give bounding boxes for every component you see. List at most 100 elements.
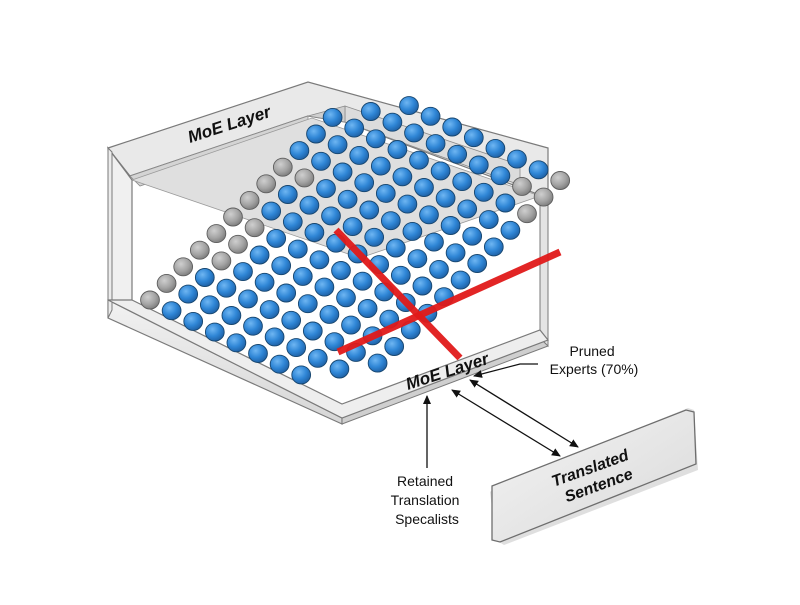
expert-node [468,155,489,175]
pruned-expert-node [533,187,554,207]
expert-node [281,310,302,330]
expert-node [354,173,375,193]
expert-node [445,243,466,263]
expert-node [359,200,380,220]
expert-node [412,276,433,296]
pruned-expert-node [140,290,160,310]
expert-node [297,294,318,314]
expert-node [292,266,313,286]
expert-node [254,272,275,292]
pruned-expert-node [512,176,532,196]
expert-node [414,178,434,197]
pruned-experts-label: Pruned Experts (70%) [550,343,639,377]
expert-node [286,338,307,358]
pruned-expert-node [223,207,243,227]
expert-node [259,300,280,320]
expert-node [440,216,461,235]
pruned-expert-node [228,234,248,254]
pruned-expert-node [239,190,260,210]
expert-node [478,210,499,230]
expert-node [216,278,237,298]
retained-label-line-1: Retained [397,473,453,489]
expert-node [490,166,511,186]
expert-node [194,268,215,287]
expert-node [397,194,418,214]
expert-node [161,301,182,321]
expert-node [420,106,441,126]
pruned-label-line-2: Experts (70%) [550,361,639,377]
expert-node [385,238,406,258]
expert-node [332,162,353,182]
pruned-expert-node [211,251,232,271]
expert-node [199,295,220,315]
expert-node [375,183,396,203]
retained-specialists-label: Retained Translation Specalists [391,473,464,527]
expert-node [226,333,247,353]
expert-node [183,311,204,331]
expert-node [424,232,444,252]
expert-node [299,195,320,215]
expert-node [336,288,356,308]
expert-node [233,262,253,282]
pruned-label-line-1: Pruned [569,343,614,359]
expert-node [221,306,242,325]
pruned-expert-node [517,204,537,224]
expert-node [311,151,331,171]
expert-node [264,327,285,347]
expert-node [324,332,345,352]
expert-node [409,150,429,170]
output-arrow-1 [469,379,579,448]
expert-node [276,283,297,303]
expert-node [287,239,308,259]
expert-node [277,185,298,204]
expert-node [419,205,439,225]
expert-node [344,118,365,138]
expert-node [266,228,287,248]
moe-layer-box [106,81,549,425]
expert-node [370,156,391,176]
expert-node [331,261,351,280]
expert-node [447,144,468,164]
expert-node [342,217,363,237]
experts-grid [140,96,571,385]
expert-node [248,344,268,363]
expert-node [238,289,258,309]
expert-node [387,140,408,159]
expert-node [384,337,405,356]
pruned-expert-node [550,171,571,190]
expert-node [380,211,401,231]
pruned-expert-node [272,157,293,177]
pruned-expert-node [244,218,265,238]
expert-node [357,299,378,318]
expert-node [307,348,328,368]
expert-node [485,138,506,158]
expert-node [337,189,358,209]
expert-node [483,237,504,257]
connectors [423,363,579,468]
expert-node [178,284,199,304]
output-arrow-2 [451,389,561,457]
expert-node [322,107,343,127]
expert-node [429,259,449,279]
expert-node [399,96,419,116]
prune-cross [333,227,562,361]
expert-node [249,245,270,265]
expert-node [452,172,473,192]
expert-node [467,254,488,273]
expert-node [269,354,290,374]
expert-node [367,353,388,373]
expert-node [442,117,463,137]
expert-node [404,123,424,143]
expert-node [382,112,403,132]
retained-label-line-2: Translation [391,492,460,508]
expert-node [327,135,348,155]
expert-node [360,102,381,121]
expert-node [352,271,373,291]
expert-node [271,256,292,276]
expert-node [500,220,521,240]
expert-node [425,134,446,154]
expert-node [314,277,335,297]
expert-node [319,304,340,324]
expert-node [282,212,303,232]
